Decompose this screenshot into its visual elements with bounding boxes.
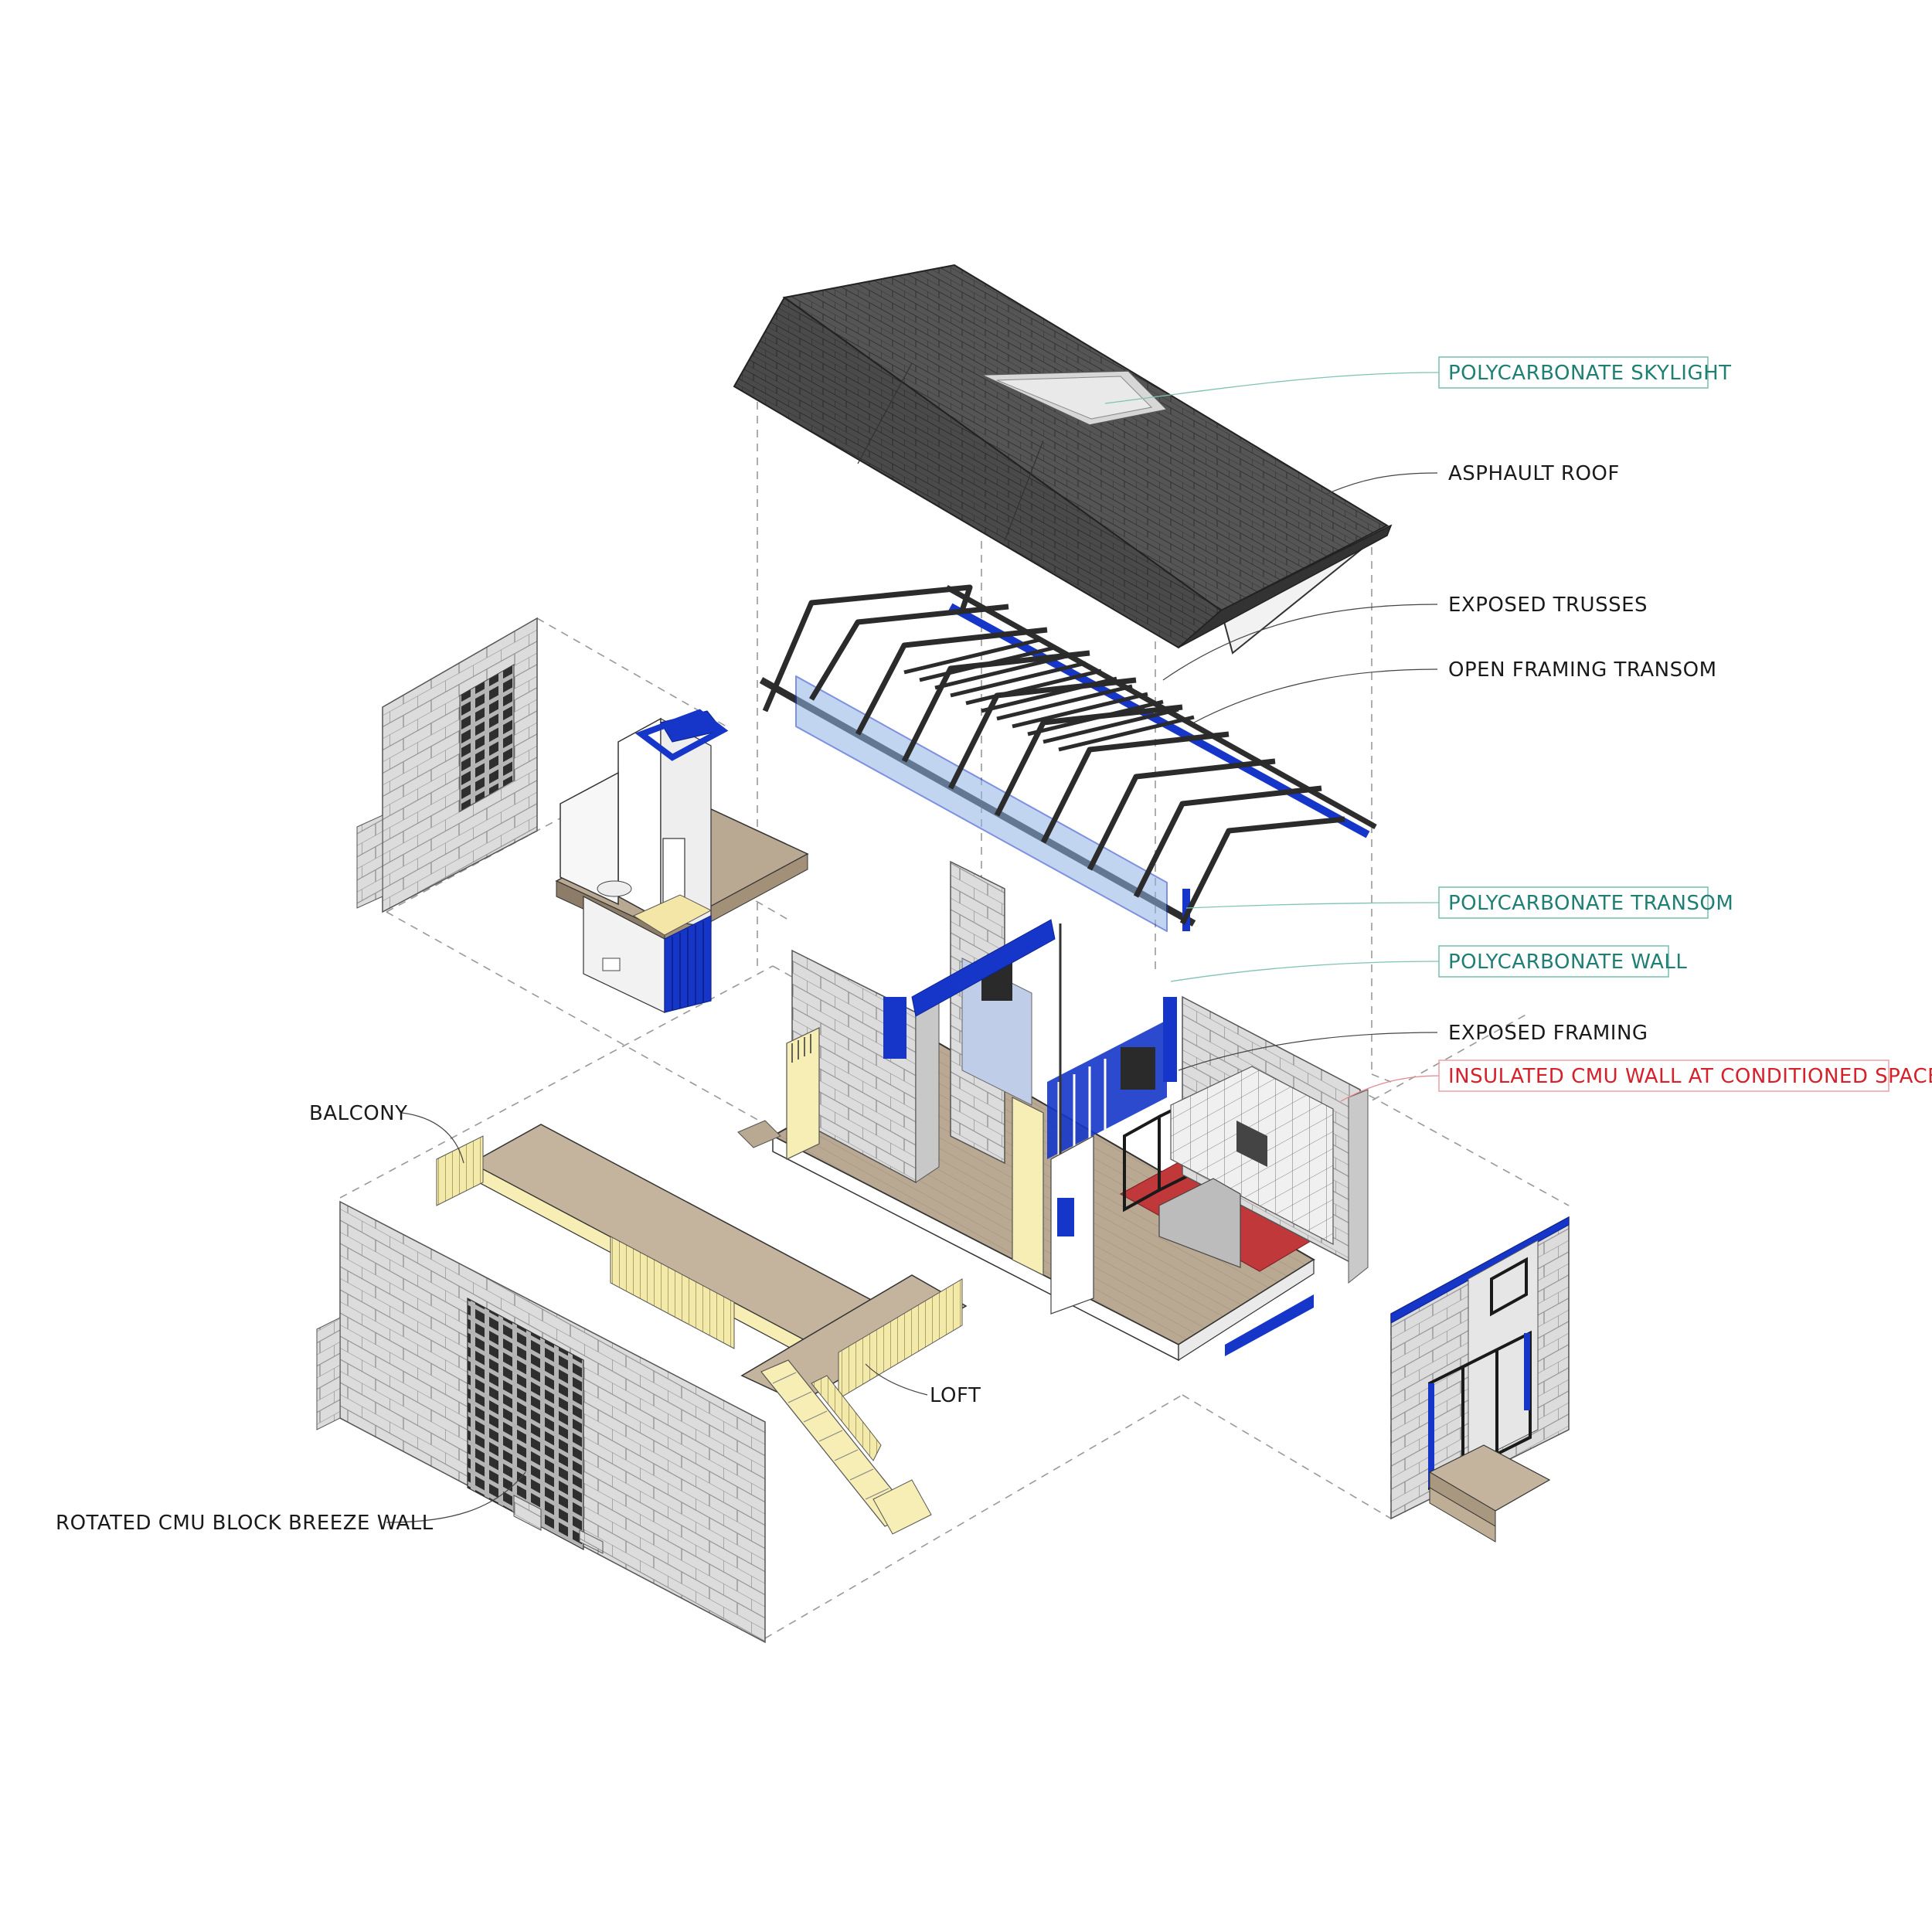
main-ground-floor [737,860,1369,1362]
asphalt-roof [733,264,1393,655]
loft-bath-module [555,709,809,1013]
poly-wall-label-box [1438,945,1669,978]
poly-transom-label: POLYCARBONATE TRANSOM [1448,892,1733,915]
trusses-label: EXPOSED TRUSSES [1448,594,1648,617]
breeze-wall-label: ROTATED CMU BLOCK BREEZE WALL [56,1512,434,1535]
labels: POLYCARBONATE SKYLIGHT ASPHAULT ROOF EXP… [56,356,1932,1535]
front-right-cmu-wall [1390,1216,1570,1543]
leader-lines [386,372,1440,1523]
poly-transom-label-box [1438,886,1709,919]
skylight-label-box [1438,356,1709,389]
balcony-label: BALCONY [309,1102,408,1125]
insulated-cmu-label: INSULATED CMU WALL AT CONDITIONED SPACE [1448,1065,1932,1088]
poly-wall-label: POLYCARBONATE WALL [1448,951,1687,974]
rear-left-cmu-wall [356,617,538,913]
skylight-label: POLYCARBONATE SKYLIGHT [1448,362,1732,385]
exposed-trusses [759,584,1377,932]
polycarbonate-skylight [981,370,1168,426]
balcony-loft-assembly [316,1124,968,1644]
roof-label: ASPHAULT ROOF [1448,462,1620,485]
insulated-cmu-label-box [1438,1060,1889,1092]
exposed-framing-label: EXPOSED FRAMING [1448,1022,1648,1045]
loft-label: LOFT [930,1384,981,1407]
open-transom-label: OPEN FRAMING TRANSOM [1448,658,1717,682]
